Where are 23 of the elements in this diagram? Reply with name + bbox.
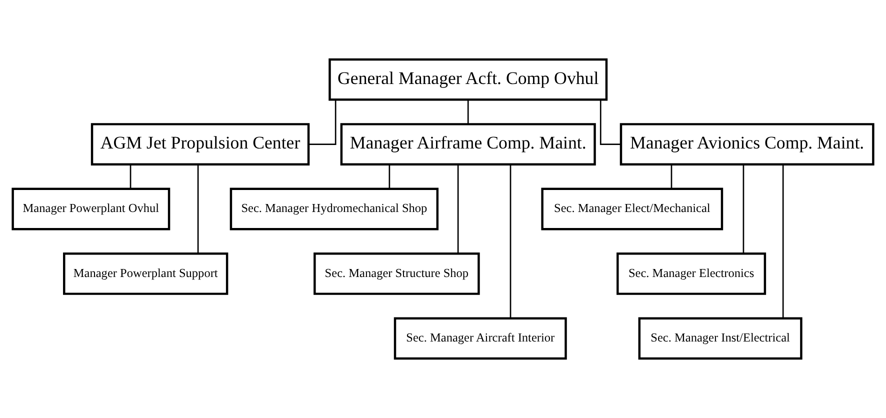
node-box: Manager Powerplant Support: [63, 252, 228, 295]
node-box: Sec. Manager Aircraft Interior: [394, 317, 567, 360]
connector: [782, 164, 784, 318]
connector: [670, 164, 672, 189]
connector: [457, 164, 459, 254]
node-box: Sec. Manager Elect/Mechanical: [541, 188, 724, 230]
connector: [308, 100, 336, 145]
node-box: General Manager Acft. Comp Ovhul: [328, 58, 608, 101]
node-box: Sec. Manager Inst/Electrical: [638, 317, 802, 360]
node-box: Manager Avionics Comp. Maint.: [620, 123, 874, 166]
node-box: Sec. Manager Structure Shop: [314, 252, 480, 295]
node-box: Sec. Manager Hydromechanical Shop: [230, 188, 439, 230]
node-box: Manager Powerplant Ovhul: [12, 188, 170, 230]
connector: [130, 164, 132, 189]
connector: [197, 164, 199, 254]
connector: [742, 164, 744, 254]
node-box: Sec. Manager Electronics: [616, 252, 766, 295]
connector: [510, 164, 512, 318]
node-box: Manager Airframe Comp. Maint.: [340, 123, 596, 166]
connector: [600, 100, 621, 145]
connector: [388, 164, 390, 189]
connector: [467, 100, 469, 124]
node-box: AGM Jet Propulsion Center: [90, 123, 310, 166]
